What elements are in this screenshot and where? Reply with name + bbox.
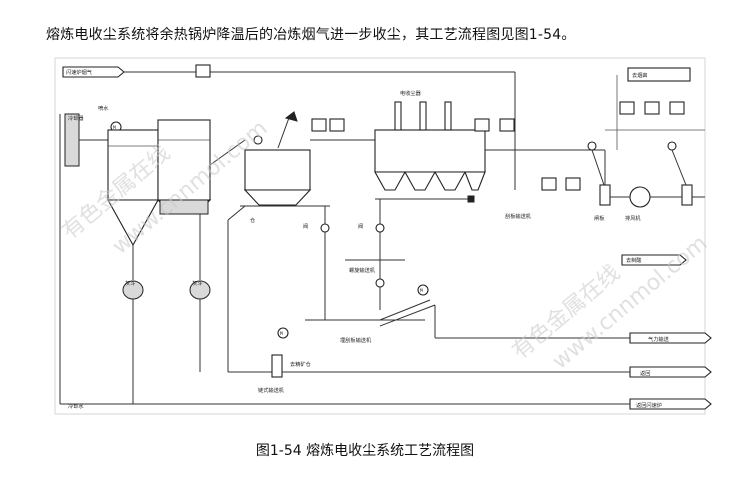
fan-label: 排风机 xyxy=(625,214,641,222)
instrument-1 xyxy=(311,118,327,132)
inclined-conveyor xyxy=(379,299,431,321)
damper-label: 闸板 xyxy=(594,214,605,222)
cooler-label: 冷却器 xyxy=(68,114,84,122)
esp-label: 电收尘器 xyxy=(400,89,422,97)
instrument-4 xyxy=(499,118,515,132)
instrument-2 xyxy=(329,118,345,132)
outlet-4-label: 返回闪速炉 xyxy=(636,401,662,409)
outlet-3-label: 返回 xyxy=(640,370,650,377)
precipitator-left-hopper xyxy=(107,199,159,247)
hopper-left-label: 灰斗 xyxy=(125,279,135,287)
screw-label: 螺旋输送机 xyxy=(349,266,376,274)
instrument-8 xyxy=(541,177,557,191)
diagram-frame xyxy=(54,57,706,415)
stack-box xyxy=(627,67,691,82)
instrument-7 xyxy=(669,101,685,115)
bottom-left-label: 冷却水 xyxy=(68,402,84,410)
outlet-arrow-2 xyxy=(629,332,712,344)
valve-3-icon xyxy=(375,278,385,288)
outlet-arrow-4 xyxy=(629,398,712,410)
scraper-label: 刮板输送机 xyxy=(505,212,532,220)
valve-2-icon xyxy=(375,223,385,233)
conveyor-label: 埋刮板输送机 xyxy=(340,336,372,344)
top-instrument xyxy=(195,64,211,78)
chain-unit xyxy=(271,354,283,378)
outlet-arrow-3 xyxy=(629,366,712,378)
damper-1 xyxy=(599,184,611,206)
bin-label: 仓 xyxy=(250,216,256,224)
precipitator-mid-body xyxy=(157,119,211,201)
chain-pipe-label: 去精矿仓 xyxy=(290,360,312,368)
to-acid-label: 去制酸 xyxy=(626,256,642,264)
duct-to-bin xyxy=(209,139,246,166)
dust-bin-hopper xyxy=(243,189,312,206)
svg-text:M: M xyxy=(280,331,283,337)
svg-text:M: M xyxy=(113,125,116,131)
outlet-arrow-1 xyxy=(621,254,687,266)
valve-1-label: 阀 xyxy=(303,222,308,230)
flue-gas-inlet-arrow xyxy=(62,66,125,78)
figure-caption: 图1-54 熔炼电收尘系统工艺流程图 xyxy=(255,443,475,459)
valve-1-icon xyxy=(320,223,330,233)
outlet-2-label: 气力输送 xyxy=(648,335,670,343)
svg-text:M: M xyxy=(420,288,423,294)
chain-label: 链式输送机 xyxy=(258,386,285,394)
flue-gas-inlet-label: 闪速炉烟气 xyxy=(66,68,92,76)
bin-agitator xyxy=(284,111,298,122)
instrument-6 xyxy=(644,101,660,115)
stack-label: 去烟囱 xyxy=(632,71,648,79)
instrument-5 xyxy=(619,101,635,115)
conveyor-motor-icon xyxy=(417,284,429,296)
fan-icon xyxy=(629,186,651,208)
bin-motor-icon xyxy=(253,135,263,145)
dust-bin xyxy=(244,149,311,191)
chain-motor-icon xyxy=(277,327,289,339)
valve-2-label: 阀 xyxy=(358,222,363,230)
hopper-right-label: 灰斗 xyxy=(192,279,202,287)
instrument-3 xyxy=(474,118,490,132)
intro-text: 熔炼电收尘系统将余热锅炉降温后的冶炼烟气进一步收尘，其工艺流程图见图1-54。 xyxy=(46,27,576,43)
damper-2 xyxy=(681,184,693,206)
electrostatic-precipitator xyxy=(374,129,486,173)
spray-water-label: 喷水 xyxy=(98,104,109,112)
process-flow-diagram: 闪速炉烟气 冷却器 M 喷水 灰斗 灰斗 仓 电收尘器 xyxy=(54,57,712,415)
instrument-9 xyxy=(565,177,581,191)
